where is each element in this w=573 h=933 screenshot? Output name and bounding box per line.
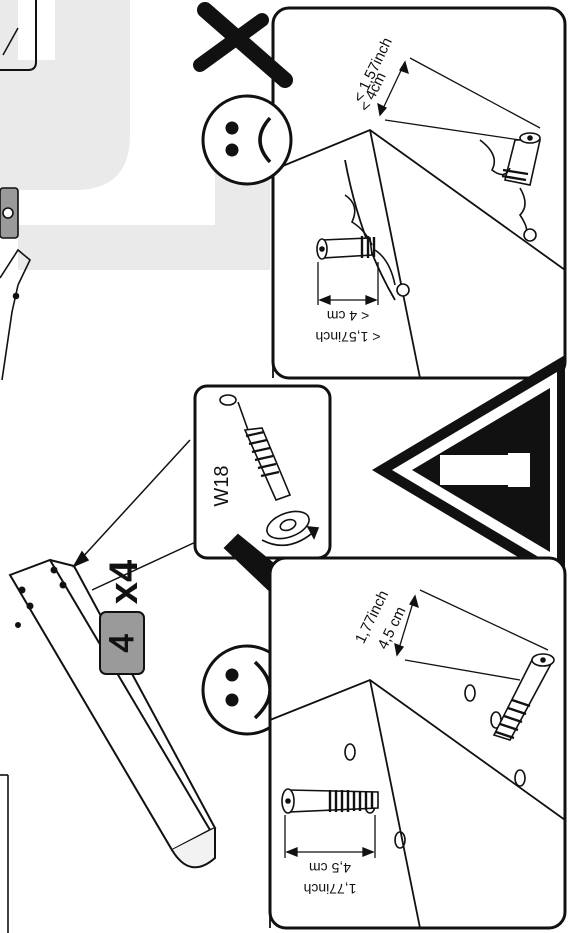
detail-callout-lines — [72, 439, 201, 591]
warning-triangle-icon — [372, 355, 565, 585]
background-watermark — [0, 0, 270, 270]
correct-example-panel: 1,77inch 4,5 cm 4,5 cm 1,77inch — [268, 556, 567, 930]
long-screw-icon — [492, 653, 555, 741]
assembly-fragment — [0, 187, 31, 933]
dimension-label-inch: < 1,57inch — [316, 329, 381, 345]
incorrect-example-panel: < 1,57inch < 4cm < 4 cm < 1,57inch — [271, 6, 567, 380]
step-badge: 4 — [99, 611, 145, 675]
long-screw-icon — [281, 788, 379, 814]
dimension-label-cm: < 4 cm — [327, 308, 369, 324]
dimension-label-cm: 4,5 cm — [309, 860, 351, 876]
sad-face-icon — [201, 94, 293, 186]
dimension-line — [284, 589, 549, 858]
board-drawing — [272, 128, 566, 379]
board-drawing — [269, 678, 566, 929]
part-code: W18 — [211, 465, 233, 506]
screw-w18-icon — [219, 394, 320, 547]
short-screw-icon — [316, 194, 410, 297]
previous-step-frame-fragment — [0, 0, 37, 71]
step-number: 4 — [103, 634, 141, 653]
cross-mark-icon — [193, 2, 293, 88]
dimension-line — [317, 57, 541, 305]
quantity-label: x4 — [102, 559, 146, 604]
rail-part — [8, 558, 217, 869]
screw-detail-panel: W18 — [193, 384, 332, 560]
dimension-label-inch: 1,77inch — [304, 881, 357, 897]
short-screw-icon — [479, 132, 541, 242]
